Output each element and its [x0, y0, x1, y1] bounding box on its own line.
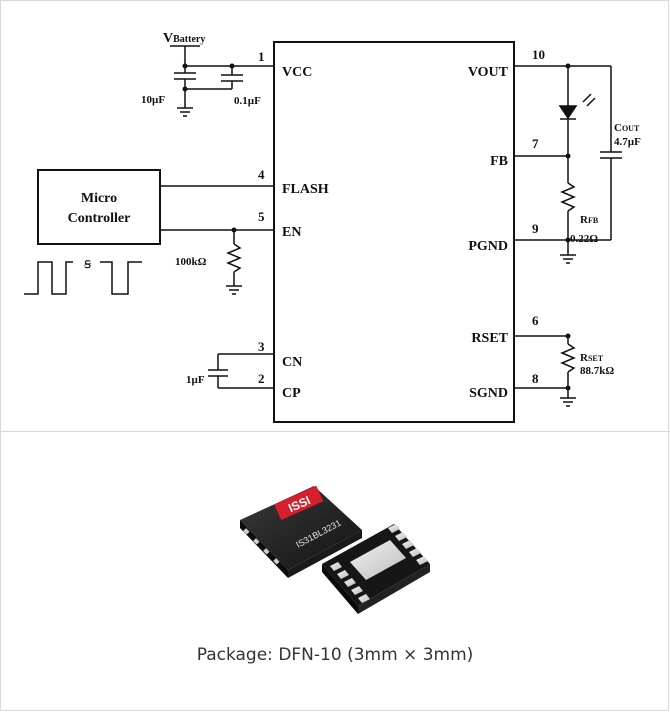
cap-01uf-label: 0.1µF	[234, 95, 261, 107]
microcontroller-box	[37, 169, 161, 245]
ic-body	[273, 41, 515, 423]
exposed-pad	[350, 540, 406, 580]
ground-symbol-en	[225, 285, 243, 295]
flying-cap-label: 1µF	[186, 374, 205, 386]
mcu-label-line1: Micro	[81, 191, 117, 206]
pin-name-rset: RSET	[471, 331, 508, 346]
pin-name-cn: CN	[282, 355, 302, 370]
pin-number-flash: 4	[258, 167, 265, 182]
pin-number-fb: 7	[532, 136, 539, 151]
led-symbol	[558, 105, 578, 120]
pin-number-rset: 6	[532, 313, 539, 328]
chip-bottom-view	[322, 524, 430, 614]
resistor-rfb	[560, 182, 576, 212]
pin-name-vcc: VCC	[282, 65, 312, 80]
pulldown-label: 100kΩ	[175, 256, 207, 268]
package-photo: ISSI IS31BL3231	[240, 485, 430, 614]
pin-number-cn: 3	[258, 339, 265, 354]
package-caption: Package: DFN-10 (3mm × 3mm)	[196, 645, 474, 665]
pin-number-sgnd: 8	[532, 371, 539, 386]
rset-value: 88.7kΩ	[580, 365, 614, 377]
cap-10uf-label: 10µF	[141, 94, 165, 106]
pin-name-flash: FLASH	[282, 182, 329, 197]
resistor-100k	[226, 243, 242, 273]
pin-number-en: 5	[258, 209, 265, 224]
pin-number-vcc: 1	[258, 49, 265, 64]
pin-name-cp: CP	[282, 386, 301, 401]
ground-symbol-pgnd	[559, 254, 577, 264]
pin-name-fb: FB	[490, 154, 508, 169]
ground-symbol-sgnd	[559, 397, 577, 407]
pulse-waveform-left	[24, 261, 73, 295]
chip-top-view: ISSI IS31BL3231	[240, 485, 362, 578]
rset-name: RSET	[580, 352, 604, 364]
rfb-value: 0.22Ω	[570, 233, 598, 245]
mcu-label-line2: Controller	[68, 211, 131, 226]
pulse-waveform-right	[100, 261, 142, 295]
resistor-rset	[560, 343, 576, 373]
pin-name-vout: VOUT	[468, 65, 509, 80]
issi-logo	[274, 485, 324, 521]
pin-number-pgnd: 9	[532, 221, 539, 236]
cout-value: 4.7µF	[614, 136, 641, 148]
pin-name-pgnd: PGND	[468, 239, 508, 254]
pin-name-sgnd: SGND	[469, 386, 508, 401]
cout-name: COUT	[614, 122, 640, 134]
rfb-name: RFB	[580, 214, 599, 226]
pin-number-cp: 2	[258, 371, 265, 386]
supply-label: VBattery	[163, 31, 205, 46]
ground-symbol-input	[176, 107, 194, 117]
break-mark: ꞩ	[84, 257, 92, 272]
pin-number-vout: 10	[532, 47, 545, 62]
application-schematic: ꞩ VBattery 10µF 0.1µF Micro Controller 1…	[24, 31, 641, 423]
section-divider	[0, 431, 670, 432]
pin-name-en: EN	[282, 225, 301, 240]
